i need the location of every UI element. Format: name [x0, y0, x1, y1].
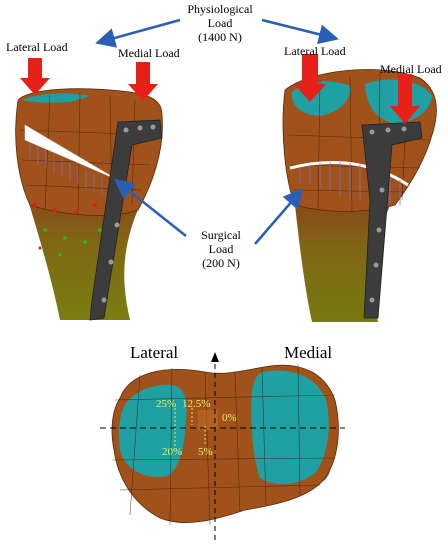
left-medial-load-arrow — [128, 62, 158, 101]
right-medial-load-arrow — [390, 74, 420, 124]
physiological-load-label: Physiological Load (1400 N) — [175, 2, 265, 44]
surgical-load-line1: Surgical — [201, 228, 241, 242]
physiological-arrow-left — [95, 18, 181, 48]
lateral-side-label: Lateral — [130, 343, 179, 362]
left-boundary-markers — [33, 203, 102, 257]
left-lateral-load-label: Lateral Load — [6, 40, 68, 54]
medial-side-label: Medial — [284, 343, 333, 362]
right-lateral-load-arrow — [294, 54, 326, 102]
left-cartilage — [22, 93, 90, 103]
plateau-cartilage-medial — [251, 370, 329, 485]
left-surgical-force-arrows — [29, 142, 103, 195]
plateau-vertical-axis-arrowhead — [211, 352, 219, 362]
plateau-cartilage-lateral — [118, 384, 187, 477]
left-medial-load-label: Medial Load — [118, 46, 180, 60]
left-fixation-plate — [89, 119, 163, 321]
left-lateral-load-arrow — [20, 58, 50, 95]
physiological-arrow-right — [261, 18, 339, 45]
blue-load-arrows — [95, 18, 339, 245]
right-medial-load-label: Medial Load — [380, 62, 442, 76]
tibial-plateau-top-view — [100, 352, 345, 540]
right-tibia-model — [282, 54, 437, 322]
surgical-arrow-left — [114, 178, 187, 237]
left-osteotomy-wedge — [24, 124, 119, 181]
physiological-load-line2: Load — [207, 16, 233, 30]
plateau-center-patch — [198, 410, 218, 430]
surgical-load-line3: (200 N) — [202, 256, 240, 270]
pct-12-5-label: 12.5% — [182, 398, 211, 410]
pct-20-label: 20% — [162, 446, 183, 458]
left-tibia-model — [15, 58, 163, 321]
pct-0-label: 0% — [222, 412, 237, 424]
right-plate-screws — [369, 126, 407, 303]
pct-5-label: 5% — [198, 446, 213, 458]
surgical-load-line2: Load — [208, 242, 234, 256]
right-lateral-load-label: Lateral Load — [284, 44, 346, 58]
left-tibia-shaft — [28, 200, 140, 320]
physiological-load-line3: (1400 N) — [198, 30, 242, 44]
surgical-load-label: Surgical Load (200 N) — [186, 228, 256, 270]
pct-25-label: 25% — [156, 398, 177, 410]
physiological-load-line1: Physiological — [187, 2, 253, 16]
measurement-guides — [174, 408, 206, 446]
right-fixation-plate — [361, 121, 423, 319]
surgical-arrow-right — [254, 188, 304, 245]
